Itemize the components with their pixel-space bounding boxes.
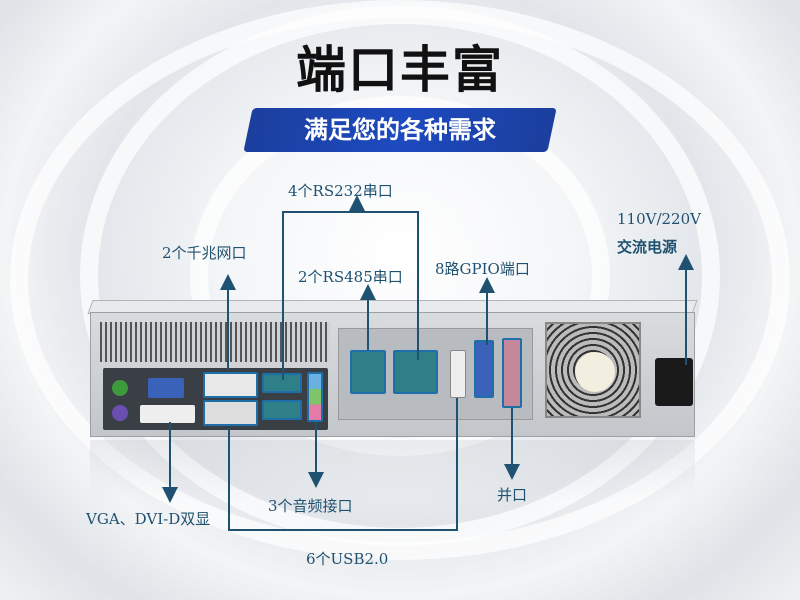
label-power-voltage: 110V/220V	[617, 210, 701, 228]
usb-card	[450, 350, 466, 398]
label-vga-dvi: VGA、DVI-D双显	[86, 510, 211, 528]
label-lan: 2个千兆网口	[162, 244, 247, 262]
label-rs232: 4个RS232串口	[288, 182, 393, 200]
power-socket	[655, 358, 693, 406]
usb-ports	[203, 400, 258, 426]
usb-bracket	[228, 398, 458, 531]
rs232-card	[393, 350, 438, 394]
rs485-card	[350, 350, 386, 394]
dvi-port	[140, 405, 195, 423]
reflection	[90, 440, 695, 500]
vga-port	[148, 378, 184, 398]
gpio-port	[474, 340, 494, 398]
rs232-bracket	[282, 211, 419, 380]
label-audio: 3个音频接口	[268, 497, 353, 515]
label-rs485: 2个RS485串口	[298, 268, 403, 286]
label-gpio: 8路GPIO端口	[435, 260, 530, 278]
com-port	[262, 400, 302, 420]
page-title: 端口丰富	[296, 41, 504, 99]
ps2-keyboard-port	[112, 405, 128, 421]
audio-jacks	[307, 372, 323, 422]
lan-ports	[203, 372, 258, 398]
label-usb: 6个USB2.0	[306, 550, 389, 568]
label-power: 交流电源	[617, 238, 678, 256]
parallel-port	[502, 338, 522, 408]
fan-label	[575, 352, 615, 392]
vent-grille	[100, 322, 330, 362]
label-parallel: 并口	[497, 486, 528, 504]
ps2-mouse-port	[112, 380, 128, 396]
